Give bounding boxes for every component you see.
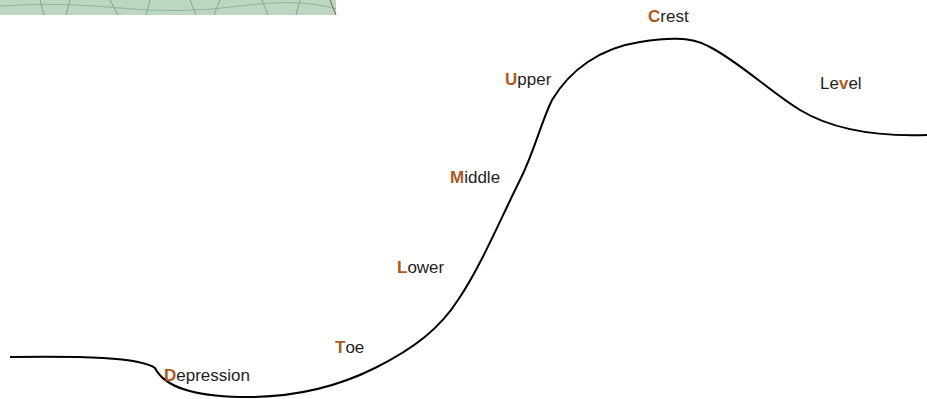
slope-position-label: Middle <box>450 168 500 188</box>
slope-position-label: Depression <box>164 366 250 386</box>
slope-position-label: Crest <box>648 7 689 27</box>
slope-position-label: Lower <box>397 258 444 278</box>
slope-position-label: Level <box>820 74 862 94</box>
terrain-curve <box>10 39 927 397</box>
slope-position-label: Toe <box>335 338 364 358</box>
map-thumbnail <box>0 0 336 15</box>
slope-position-label: Upper <box>505 70 551 90</box>
